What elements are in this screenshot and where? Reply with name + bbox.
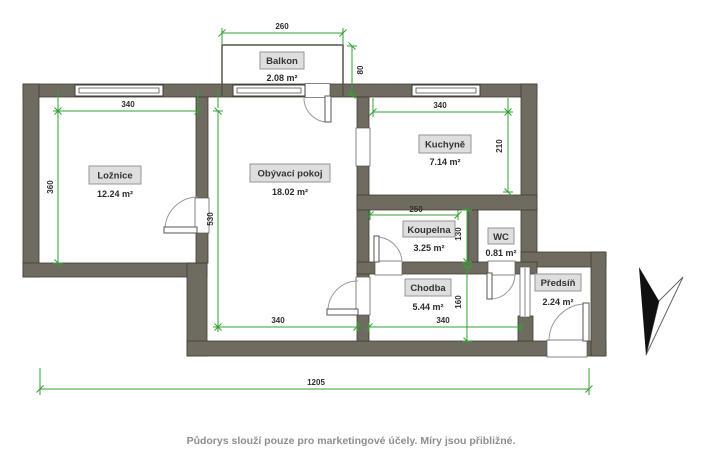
svg-text:12.24 m²: 12.24 m²	[97, 189, 133, 199]
wall-bedroom-living-divider	[195, 96, 209, 264]
bathroom-door	[373, 235, 403, 264]
dimension-obyvaci-depth: 530	[206, 90, 223, 331]
wc-door	[486, 272, 516, 300]
svg-text:Předsíň: Předsíň	[541, 278, 576, 289]
svg-text:2.24 m²: 2.24 m²	[542, 297, 573, 307]
dimension-chodba-width: 340	[365, 316, 525, 332]
svg-text:Chodba: Chodba	[410, 283, 446, 294]
dimension-koupelna-width: 250	[366, 205, 462, 220]
opening-balcony-door	[304, 83, 331, 98]
svg-text:530: 530	[206, 212, 215, 226]
bedroom-door	[163, 196, 199, 234]
room-label-balkon: Balkon 2.08 m²	[259, 51, 305, 83]
wall-bath-wc-divider	[467, 209, 479, 263]
bedroom-window	[74, 84, 164, 97]
room-label-koupelna: Koupelna 3.25 m²	[402, 220, 456, 253]
dimension-total-width: 1205	[36, 368, 593, 395]
svg-text:210: 210	[495, 139, 504, 153]
opening-bath-door	[374, 260, 403, 276]
svg-text:160: 160	[454, 295, 463, 309]
svg-text:3.25 m²: 3.25 m²	[413, 243, 444, 253]
balcony-door	[303, 95, 332, 123]
wall-kitchen-bottom	[356, 194, 538, 211]
svg-text:250: 250	[409, 205, 423, 214]
dimension-chodba-depth: 160	[454, 263, 472, 345]
kitchen-window	[411, 84, 481, 97]
room-label-kuchyne: Kuchyně 7.14 m²	[418, 134, 472, 167]
exterior-walls	[22, 83, 607, 357]
svg-text:Balkon: Balkon	[266, 56, 298, 67]
wall-left	[22, 83, 40, 278]
dimension-loznice-depth: 360	[46, 107, 63, 267]
dimension-kuchyne-depth: 210	[495, 108, 513, 196]
room-label-loznice: Ložnice 12.24 m²	[88, 165, 142, 199]
wall-right-predsin	[590, 251, 607, 357]
dimension-kuchyne-width: 340	[369, 98, 512, 117]
wall-hall-predsin-stub	[517, 315, 534, 342]
svg-text:18.02 m²: 18.02 m²	[272, 187, 308, 197]
room-label-predsin: Předsíň 2.24 m²	[534, 273, 582, 307]
wall-openings	[194, 83, 588, 358]
living-hall-door	[326, 280, 359, 316]
dimension-balkon-width: 260	[218, 22, 347, 44]
opening-kitchen-pass	[355, 127, 371, 167]
svg-text:340: 340	[271, 316, 285, 325]
svg-text:5.44 m²: 5.44 m²	[412, 302, 443, 312]
svg-text:Ložnice: Ložnice	[97, 171, 132, 182]
svg-text:2.08 m²: 2.08 m²	[266, 73, 297, 83]
svg-text:Kuchyně: Kuchyně	[425, 140, 465, 151]
dimension-obyvaci-width: 340	[214, 316, 361, 332]
wall-bedroom-bottom	[22, 262, 208, 278]
svg-text:340: 340	[436, 316, 450, 325]
svg-text:80: 80	[356, 65, 365, 74]
disclaimer-text: Půdorys slouží pouze pro marketingové úč…	[187, 435, 516, 447]
svg-text:130: 130	[454, 227, 463, 241]
svg-text:0.81 m²: 0.81 m²	[485, 248, 516, 258]
dimension-balkon-depth: 80	[347, 42, 365, 99]
svg-text:340: 340	[121, 100, 135, 109]
north-arrow-icon	[639, 267, 684, 356]
living-room-window	[232, 84, 306, 97]
svg-text:360: 360	[46, 180, 55, 194]
opening-living-hall-door	[355, 276, 371, 316]
dimension-loznice-width: 340	[54, 90, 202, 116]
svg-text:Koupelna: Koupelna	[407, 225, 451, 236]
svg-text:7.14 m²: 7.14 m²	[429, 157, 460, 167]
opening-bedroom-door	[194, 197, 210, 234]
room-label-chodba: Chodba 5.44 m²	[404, 278, 452, 312]
wall-right-kitchen	[520, 83, 538, 268]
svg-text:Obývací pokoj: Obývací pokoj	[258, 169, 323, 180]
svg-text:WC: WC	[493, 232, 509, 243]
dimension-koupelna-depth: 130	[454, 206, 472, 266]
hall-predsin-door-closed	[519, 266, 531, 318]
svg-text:340: 340	[433, 101, 447, 110]
svg-text:260: 260	[275, 22, 289, 31]
entrance-door	[548, 302, 590, 342]
room-label-wc: WC 0.81 m²	[485, 227, 517, 258]
opening-wc-door	[487, 260, 516, 276]
svg-text:1205: 1205	[307, 378, 325, 387]
opening-entrance-door	[546, 339, 588, 358]
room-label-obyvaci-pokoj: Obývací pokoj 18.02 m²	[249, 163, 331, 197]
wall-bottom	[186, 340, 607, 357]
balcony-outline	[221, 44, 344, 96]
